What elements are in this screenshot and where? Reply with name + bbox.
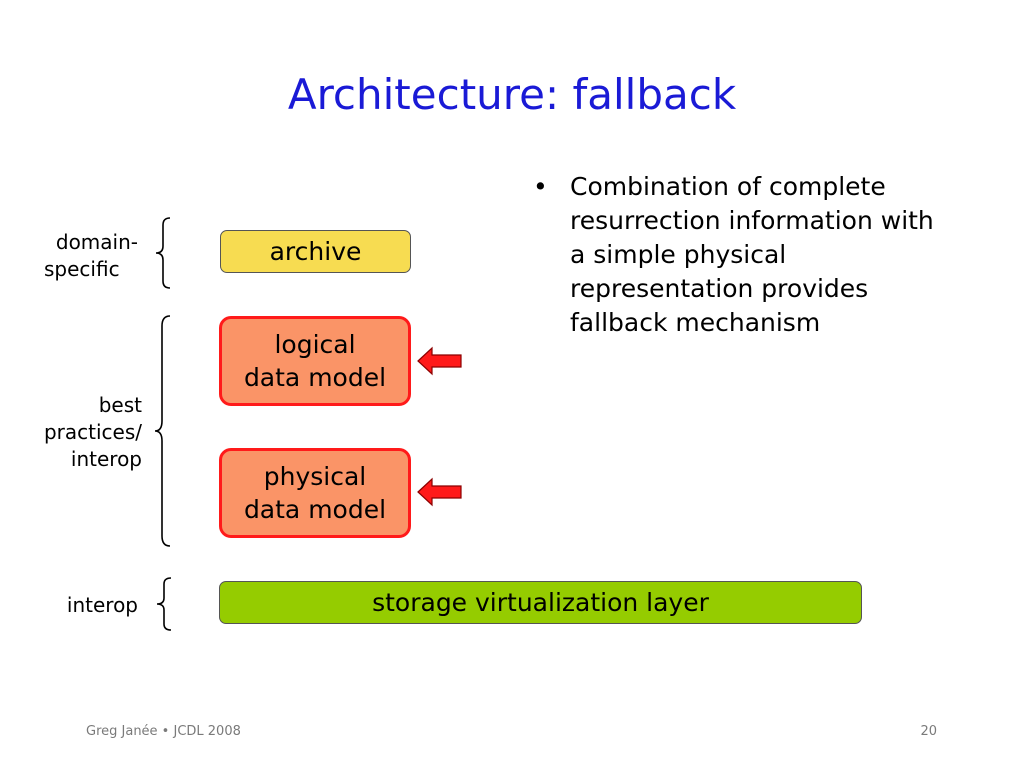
logical-label-line2: data model — [243, 363, 387, 392]
archive-box: archive — [220, 230, 411, 273]
label-domain-line2: specific — [44, 257, 120, 281]
label-best-line2: practices/ — [43, 420, 142, 444]
logical-label-line1: logical — [274, 330, 356, 359]
physical-data-model-box: physical data model — [219, 448, 411, 538]
label-interop: interop — [20, 592, 138, 619]
brace-domain-specific — [155, 217, 171, 289]
arrow-logical-icon — [417, 346, 462, 376]
bullet-text: Combination of complete resurrection inf… — [570, 172, 934, 337]
brace-interop — [156, 577, 172, 631]
slide-title: Architecture: fallback — [287, 70, 737, 119]
logical-data-model-box: logical data model — [219, 316, 411, 406]
label-domain-line1: domain- — [55, 230, 138, 254]
label-best-practices: best practices/ interop — [10, 392, 142, 473]
label-best-line1: best — [98, 393, 142, 417]
brace-best-practices — [154, 315, 171, 547]
page-number: 20 — [920, 724, 937, 739]
footer-author: Greg Janée • JCDL 2008 — [86, 724, 241, 739]
label-interop-text: interop — [66, 593, 138, 617]
label-domain-specific: domain- specific — [20, 229, 138, 283]
archive-label: archive — [269, 237, 362, 266]
storage-label: storage virtualization layer — [372, 588, 709, 617]
label-best-line3: interop — [70, 447, 142, 471]
storage-virtualization-box: storage virtualization layer — [219, 581, 862, 624]
physical-label-line2: data model — [243, 495, 387, 524]
bullet-symbol: • — [533, 172, 548, 201]
arrow-physical-icon — [417, 477, 462, 507]
physical-label-line1: physical — [263, 462, 367, 491]
